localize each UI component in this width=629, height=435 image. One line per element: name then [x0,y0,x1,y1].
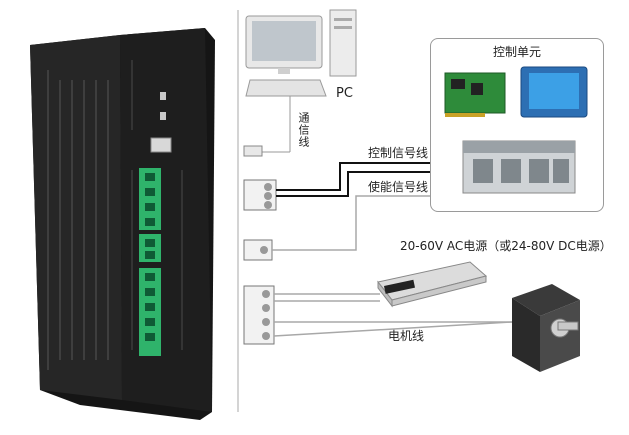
motion-card-icon [444,72,506,117]
usb-port [150,137,172,153]
pc-label: PC [336,86,353,101]
driver-front-face [120,28,212,412]
enable-signal-label: 使能信号线 [368,180,429,194]
pc-tower-icon [329,9,357,77]
pc-monitor-icon [245,15,323,74]
terminal-block-top [139,168,161,230]
touch-screen-icon [520,66,588,118]
control-unit-panel: 控制单元 [430,38,604,212]
control-unit-devices [444,66,588,194]
driver-side-face [30,35,122,400]
motor-wire [273,321,513,337]
power-supply-icon [377,261,488,308]
control-unit-label: 控制单元 [493,45,542,59]
terminal-block-mid [139,234,161,262]
terminal-connector-icon [243,179,277,211]
keyboard-icon [245,79,327,97]
control-signal-label: 控制信号线 [368,146,429,160]
driver-side-markings [47,70,109,370]
terminal-connector-icon [243,239,273,261]
control-signal-wire [276,162,430,197]
power-wire [274,293,380,302]
terminal-connector-icon [243,285,275,345]
stepper-motor-icon [512,284,580,372]
terminal-block-bottom [139,268,161,356]
comm-cable-label: 通信线 [297,112,310,148]
driver-front-markings [131,60,183,350]
led-indicator-2 [160,112,166,120]
led-indicator-1 [160,92,166,100]
motor-cable-label: 电机线 [388,329,425,343]
enable-signal-wire [272,195,430,251]
plc-controller-icon [462,140,576,194]
power-supply-label: 20-60V AC电源（或24-80V DC电源） [400,239,612,253]
usb-plug-icon [243,145,263,157]
